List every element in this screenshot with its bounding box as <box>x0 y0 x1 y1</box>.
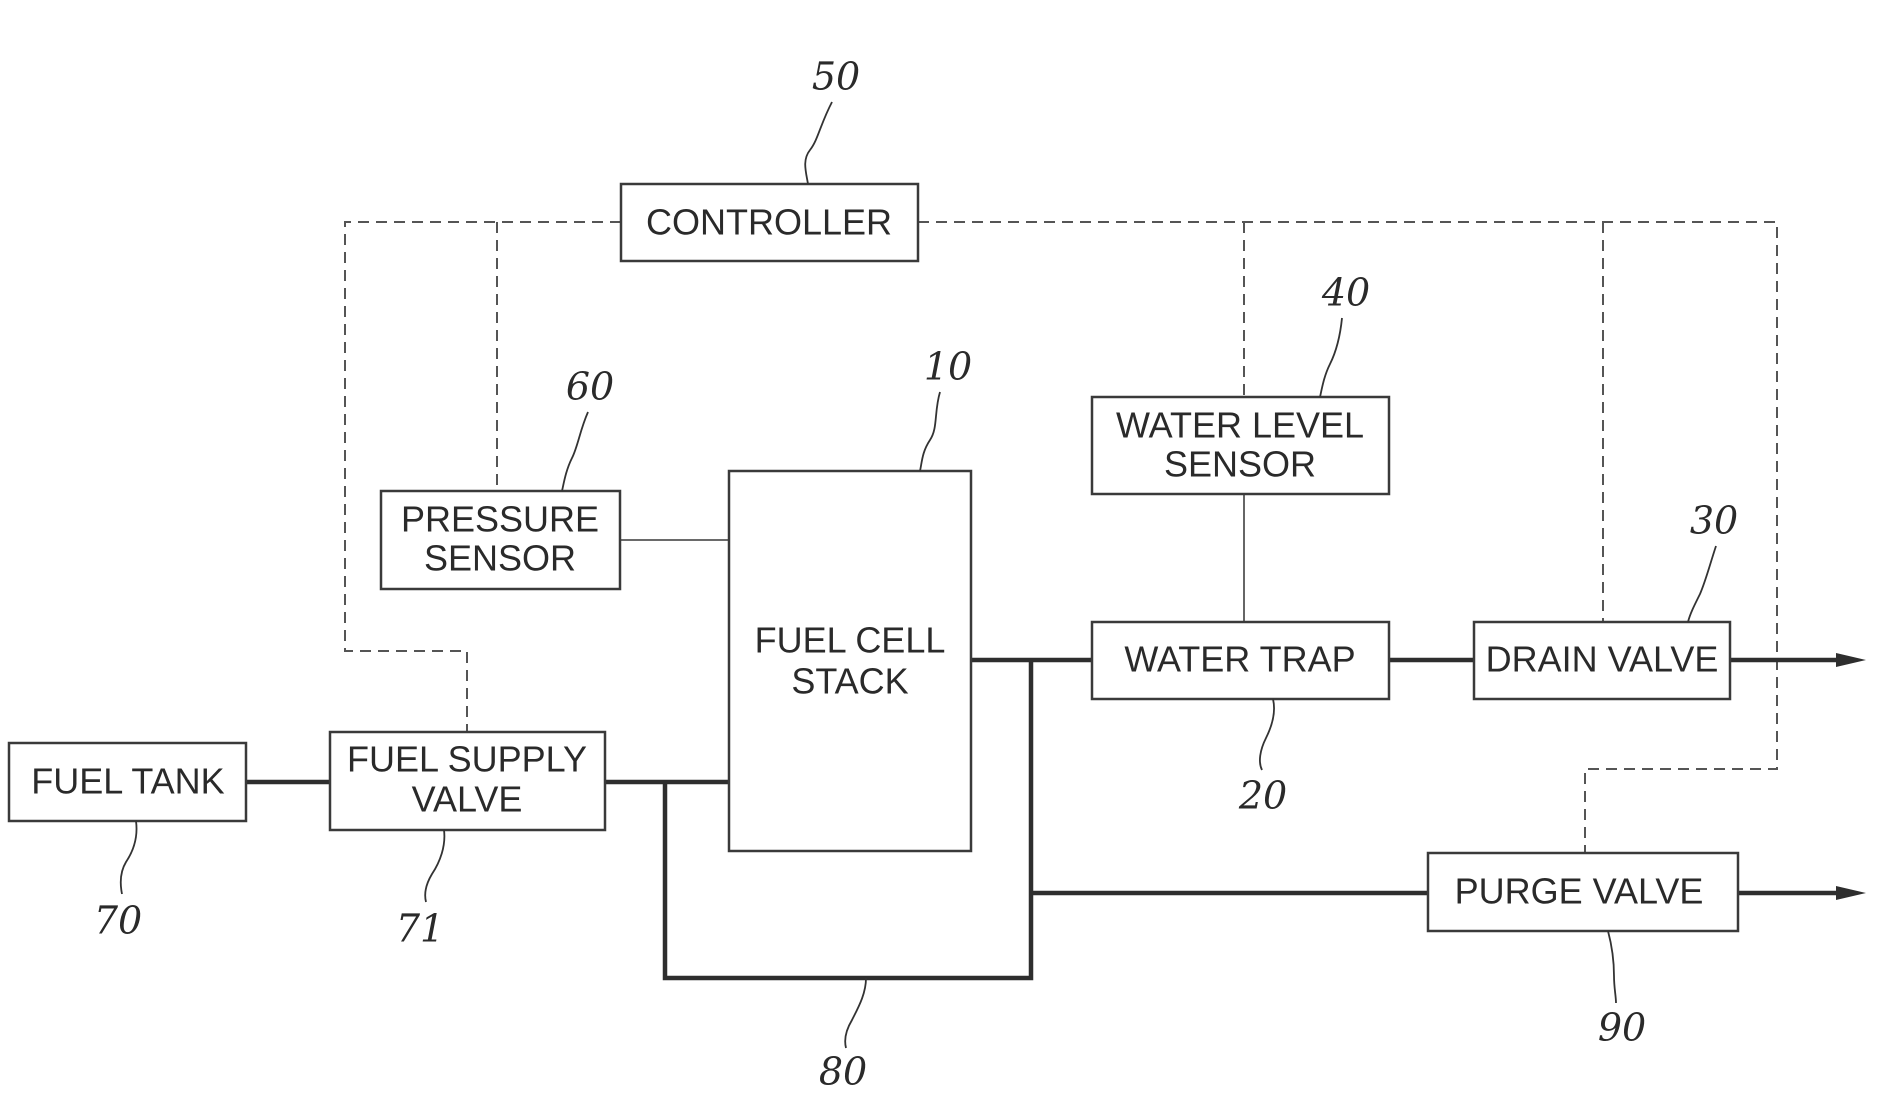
water-level-sensor: WATER LEVEL SENSOR <box>1092 397 1389 494</box>
fuel-cell-stack-label-line1: FUEL CELL <box>755 620 946 661</box>
fuel-supply-valve: FUEL SUPPLY VALVE <box>330 732 605 830</box>
ref-50: 50 <box>812 55 860 99</box>
signal-line-controller-bus <box>918 222 1777 853</box>
ref-10: 10 <box>924 345 972 389</box>
pressure-sensor-label-line1: PRESSURE <box>401 499 599 540</box>
purge-valve: PURGE VALVE <box>1428 853 1738 931</box>
purge-valve-label: PURGE VALVE <box>1455 871 1704 912</box>
ref-71: 71 <box>396 907 444 951</box>
fuel-cell-stack-label-line2: STACK <box>791 661 908 702</box>
ref-80: 80 <box>819 1050 867 1094</box>
controller-label: CONTROLLER <box>646 202 892 243</box>
fuel-tank-label: FUEL TANK <box>31 761 224 802</box>
leader-71 <box>425 830 444 902</box>
drain-valve-label: DRAIN VALVE <box>1486 639 1719 680</box>
leader-20 <box>1260 699 1274 770</box>
leader-80 <box>845 978 866 1048</box>
fuel-supply-valve-label-line2: VALVE <box>412 779 523 820</box>
fuel-tank: FUEL TANK <box>9 743 246 821</box>
water-level-sensor-label-line1: WATER LEVEL <box>1116 405 1364 446</box>
leader-50 <box>805 102 832 184</box>
ref-60: 60 <box>566 365 614 409</box>
pressure-sensor: PRESSURE SENSOR <box>381 491 620 589</box>
pressure-sensor-label-line2: SENSOR <box>424 538 576 579</box>
fuel-cell-stack: FUEL CELL STACK <box>729 471 971 851</box>
ref-40: 40 <box>1321 271 1370 315</box>
ref-90: 90 <box>1598 1006 1646 1050</box>
leader-90 <box>1608 931 1616 1003</box>
drain-valve: DRAIN VALVE <box>1474 622 1730 699</box>
water-level-sensor-label-line2: SENSOR <box>1164 444 1316 485</box>
leader-30 <box>1688 546 1716 622</box>
purge-outlet-arrow <box>1836 886 1866 900</box>
signal-line-fuel-supply-valve <box>345 222 621 732</box>
ref-70: 70 <box>94 899 142 943</box>
ref-30: 30 <box>1690 499 1738 543</box>
leader-10 <box>920 392 940 471</box>
water-trap: WATER TRAP <box>1092 622 1389 699</box>
leader-60 <box>562 412 588 491</box>
ref-20: 20 <box>1238 774 1287 818</box>
water-trap-label: WATER TRAP <box>1124 639 1355 680</box>
leader-70 <box>121 821 137 894</box>
controller: CONTROLLER <box>621 184 918 261</box>
fuel-supply-valve-label-line1: FUEL SUPPLY <box>347 739 587 780</box>
leader-40 <box>1320 318 1342 397</box>
drain-outlet-arrow <box>1836 653 1866 667</box>
